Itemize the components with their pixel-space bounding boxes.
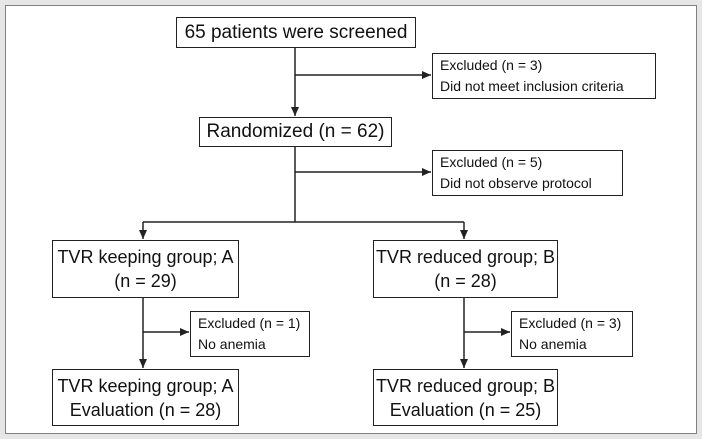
excluded-b-title: Excluded (n = 3) (519, 315, 622, 331)
group-a-name: TVR keeping group; A (57, 247, 234, 267)
randomized-text: Randomized (n = 62) (206, 121, 385, 142)
group-b-box: TVR reduced group; B (n = 28) (373, 240, 558, 298)
excluded-box-b: Excluded (n = 3) No anemia (511, 311, 633, 357)
eval-b-box: TVR reduced group; B Evaluation (n = 25) (373, 369, 558, 426)
eval-a-eval: Evaluation (n = 28) (69, 399, 222, 420)
excluded-box-a: Excluded (n = 1) No anemia (190, 311, 310, 357)
excluded-b-reason: No anemia (519, 336, 587, 352)
group-a-n: (n = 29) (114, 271, 177, 291)
eval-a-box: TVR keeping group; A Evaluation (n = 28) (52, 369, 239, 426)
randomized-box: Randomized (n = 62) (199, 117, 392, 147)
eval-b-name: TVR reduced group; B (375, 375, 556, 396)
group-b-n: (n = 28) (434, 271, 497, 291)
group-b-name: TVR reduced group; B (375, 247, 556, 267)
excluded-2-reason: Did not observe protocol (440, 175, 592, 191)
screened-box: 65 patients were screened (176, 17, 416, 48)
eval-b-eval: Evaluation (n = 25) (389, 399, 542, 420)
excluded-box-2: Excluded (n = 5) Did not observe protoco… (432, 150, 623, 196)
excluded-1-title: Excluded (n = 3) (440, 57, 543, 73)
excluded-a-reason: No anemia (198, 336, 266, 352)
excluded-a-title: Excluded (n = 1) (198, 315, 301, 331)
screened-text: 65 patients were screened (184, 21, 408, 43)
excluded-box-1: Excluded (n = 3) Did not meet inclusion … (432, 53, 656, 99)
excluded-2-title: Excluded (n = 5) (440, 154, 543, 170)
excluded-1-reason: Did not meet inclusion criteria (440, 78, 624, 94)
group-a-box: TVR keeping group; A (n = 29) (52, 240, 239, 298)
eval-a-name: TVR keeping group; A (57, 375, 234, 396)
